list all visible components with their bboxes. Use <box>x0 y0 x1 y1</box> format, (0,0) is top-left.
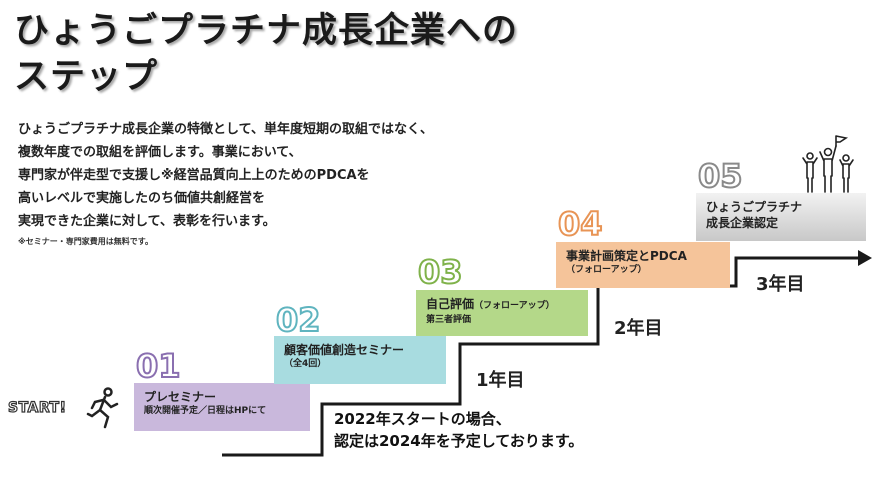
step-title: プレセミナー <box>144 390 217 404</box>
year-label-3: 3年目 <box>756 274 805 295</box>
step-title: 事業計画策定とPDCA <box>566 249 687 263</box>
step-title: ひょうごプラチナ <box>706 200 803 214</box>
step-box-4: 事業計画策定とPDCA （フォローアップ） <box>556 242 730 288</box>
step-title: 自己評価 <box>426 297 475 311</box>
title-line-1: ひょうごプラチナ成長企業への <box>14 11 519 51</box>
title-line-2: ステップ <box>14 57 159 97</box>
step-title: 顧客価値創造セミナー <box>284 343 405 357</box>
description-line: ひょうごプラチナ成長企業の特徴として、単年度短期の取組ではなく、 <box>18 122 433 137</box>
schedule-note-line: 認定は2024年を予定しております。 <box>334 432 584 450</box>
step-title-sub: （フォローアップ） <box>474 301 555 311</box>
step-number-4: 04 <box>557 205 604 243</box>
description-line: 専門家が伴走型で支援し※経営品質向上上のためのPDCAを <box>18 168 370 183</box>
year-label-1: 1年目 <box>476 370 525 391</box>
description-line: 複数年度での取組を評価します。事業において、 <box>18 145 302 160</box>
celebrating-people-icon <box>802 135 854 193</box>
running-person-icon <box>86 387 119 429</box>
step-box-3: 自己評価（フォローアップ） 第三者評価 <box>416 290 588 336</box>
schedule-note-line: 2022年スタートの場合、 <box>334 410 511 428</box>
step-number-2: 02 <box>275 301 322 339</box>
note: ※セミナー・専門家費用は無料です。 <box>18 237 153 246</box>
step-subtitle: （フォローアップ） <box>566 265 647 275</box>
step-number-1: 01 <box>135 347 182 385</box>
description-line: 実現できた企業に対して、表彰を行います。 <box>18 214 276 229</box>
step-number-3: 03 <box>417 253 464 291</box>
description: ひょうごプラチナ成長企業の特徴として、単年度短期の取組ではなく、 複数年度での取… <box>18 118 433 233</box>
step-subtitle: 順次開催予定／日程はHPにて <box>144 406 267 416</box>
page-title: ひょうごプラチナ成長企業への ステップ <box>14 8 518 100</box>
step-box-1: プレセミナー 順次開催予定／日程はHPにて <box>134 383 310 431</box>
description-line: 高いレベルで実施したのち価値共創経営を <box>18 191 266 206</box>
step-box-5: ひょうごプラチナ 成長企業認定 <box>696 193 866 241</box>
year-label-2: 2年目 <box>614 318 663 339</box>
step-subtitle: 第三者評価 <box>426 315 472 325</box>
step-subtitle: 成長企業認定 <box>706 216 779 230</box>
start-label: START! <box>7 399 67 416</box>
step-number-5: 05 <box>697 157 744 195</box>
step-box-2: 顧客価値創造セミナー （全4回） <box>274 336 446 384</box>
schedule-note: 2022年スタートの場合、 認定は2024年を予定しております。 <box>334 408 583 452</box>
step-subtitle: （全4回） <box>284 359 327 369</box>
